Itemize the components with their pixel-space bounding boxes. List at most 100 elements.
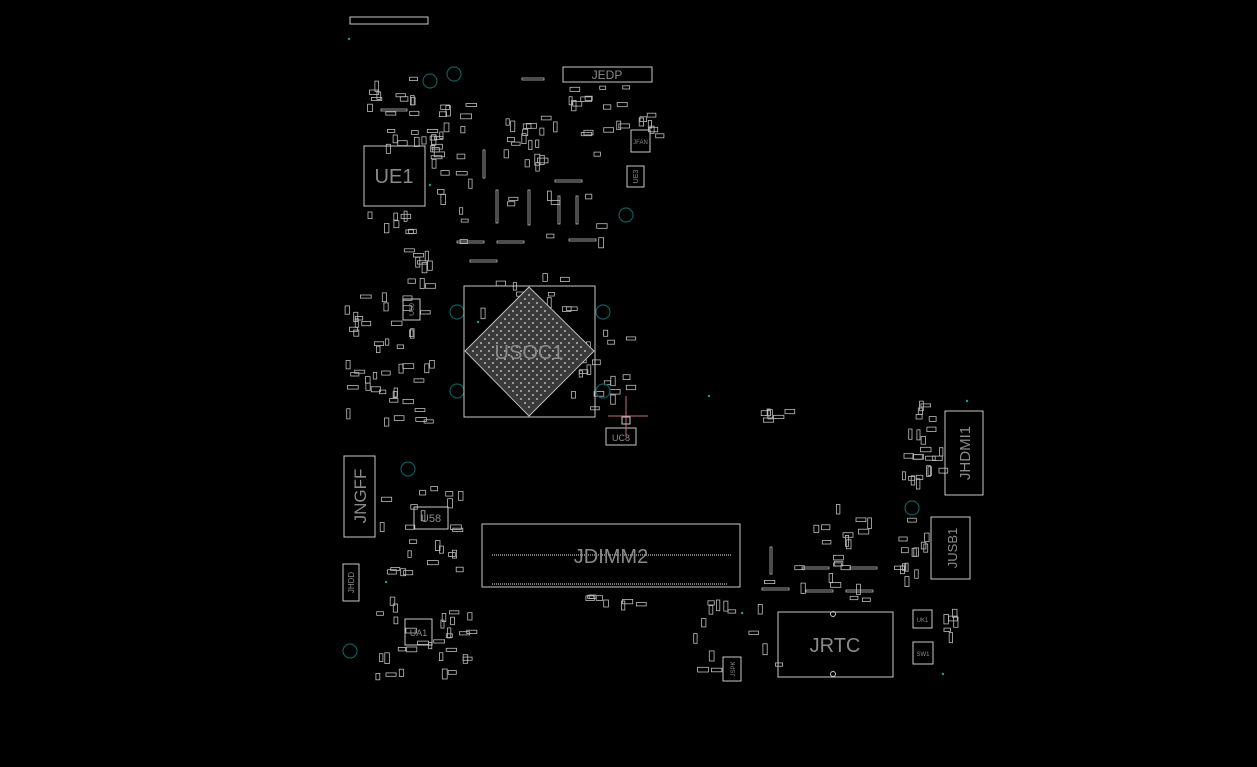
smd-pad [419,277,425,289]
bga-ball [524,322,526,324]
via [941,672,945,676]
component-jhdmi1[interactable]: JHDMI1 [944,410,984,496]
smd-part [554,179,583,183]
smd-part [469,259,498,263]
smd-pad [622,599,634,605]
smd-pad [392,603,398,613]
smd-pad [919,400,924,412]
smd-pad [361,321,372,327]
smd-pad [353,311,359,322]
top-connector[interactable] [349,16,429,25]
smd-pad [433,639,446,644]
smd-pad [431,134,437,146]
smd-pad [524,159,530,168]
bga-ball [560,342,562,344]
smd-pad [616,102,628,108]
smd-pad [609,388,621,395]
smd-pad [387,569,397,575]
component-jfan[interactable]: JFAN [630,129,651,153]
component-label: JHDD [347,572,356,594]
smd-pad [767,409,773,420]
smd-pad [607,339,615,345]
component-u58[interactable]: U58 [413,506,449,530]
bga-ball [564,354,566,356]
smd-pad [459,238,468,244]
bga-ball [484,354,486,356]
component-ue3[interactable]: UE3 [626,165,645,188]
bga-ball [532,378,534,380]
bga-ball [528,382,530,384]
smd-pad [920,403,932,408]
bga-ball [492,330,494,332]
smd-pad [708,605,714,615]
bga-ball [556,362,558,364]
bga-ball [516,306,518,308]
smd-pad [345,359,351,370]
component-sw1[interactable]: SW1 [912,641,934,665]
smd-pad [424,250,429,262]
component-uk1[interactable]: UK1 [912,609,933,629]
smd-pad [760,410,771,417]
bga-ball [536,358,538,360]
smd-pad [424,283,436,289]
smd-pad [926,426,937,432]
bga-ball [508,354,510,356]
component-jdimm2[interactable]: JDIMM2 [481,523,741,588]
smd-pad [599,85,607,90]
component-usoc1[interactable]: USOC1 [463,285,596,418]
component-jspk[interactable]: JSPK [722,656,742,682]
mounting-hole [422,73,438,89]
bga-ball [568,358,570,360]
bga-ball [516,370,518,372]
bga-ball [532,306,534,308]
component-jrtc[interactable]: JRTC [777,611,894,678]
smd-pad [506,136,515,143]
smd-pad [410,328,415,339]
bga-ball-grid [472,294,586,408]
smd-pad [943,614,949,625]
smd-pad [580,96,592,102]
bga-ball [504,342,506,344]
bga-ball [524,330,526,332]
bga-ball [488,350,490,352]
component-ua1[interactable]: UA1 [404,618,433,646]
bga-ball [508,322,510,324]
smd-pad [433,151,445,158]
component-uc8[interactable]: UC8 [605,427,637,446]
bga-ball [544,318,546,320]
smd-pad [626,336,637,341]
bga-ball [524,298,526,300]
bga-ball [492,362,494,364]
bga-ball [496,350,498,352]
bga-ball [556,354,558,356]
bga-ball [544,326,546,328]
smd-pad [349,326,358,332]
smd-pad [904,576,910,587]
smd-pad [379,522,385,532]
smd-pad [420,310,431,315]
component-jusb1[interactable]: JUSB1 [930,516,971,580]
component-jngff[interactable]: JNGFF [343,455,376,538]
smd-pad [912,454,923,460]
smd-pad [603,104,612,110]
component-ue1[interactable]: UE1 [363,145,426,207]
bga-ball [528,302,530,304]
smd-pad [542,273,548,282]
component-jhdd[interactable]: JHDD [342,563,360,602]
bga-ball [520,310,522,312]
smd-pad [926,465,931,477]
smd-pad [393,212,398,221]
component-jedp[interactable]: JEDP [562,66,653,83]
bga-ball [524,338,526,340]
smd-pad [365,382,371,391]
bga-ball [508,362,510,364]
smd-pad [455,566,464,573]
bga-ball [528,342,530,344]
via [965,399,969,403]
smd-pad [383,223,390,234]
bga-ball [528,310,530,312]
smd-pad [451,549,457,559]
component-u60[interactable]: U60 [402,298,421,321]
smd-pad [405,524,416,530]
